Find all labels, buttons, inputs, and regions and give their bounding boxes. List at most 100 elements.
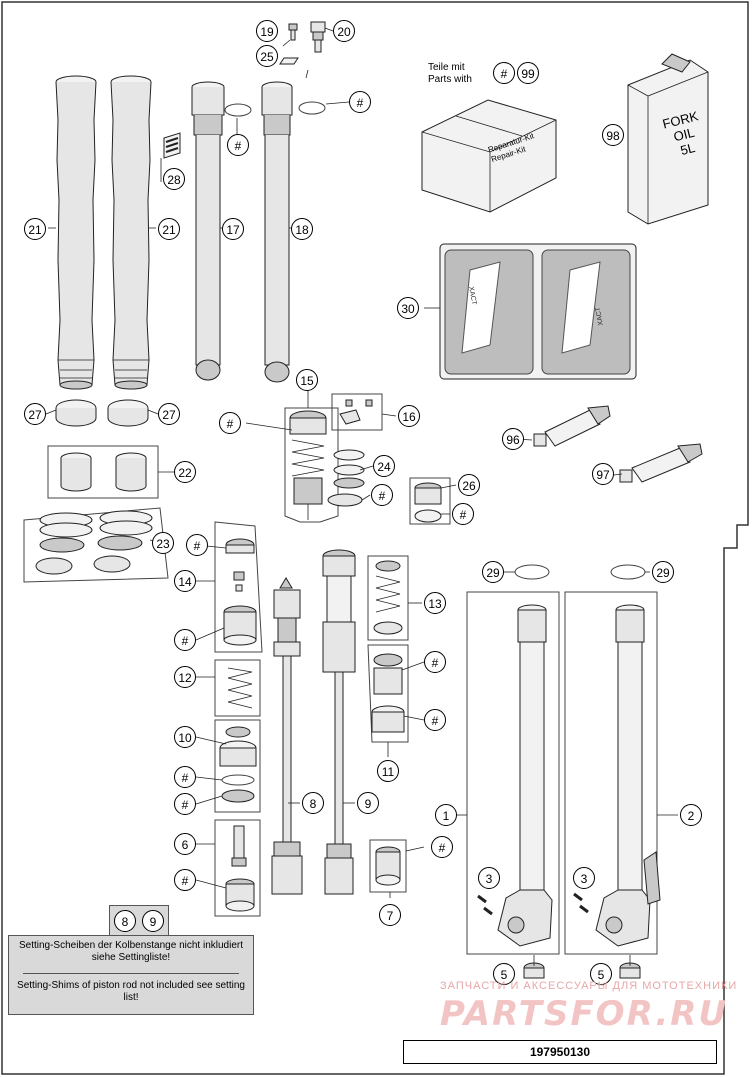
callout-28: 28 — [163, 168, 185, 190]
spring-assembly-15 — [289, 410, 327, 520]
callout-27-right: 27 — [158, 403, 180, 425]
part-box-13 — [367, 555, 409, 641]
watermark-tagline: ЗАПЧАСТИ И АКСЕССУАРЫ ДЛЯ МОТОТЕХНИКИ — [440, 980, 738, 992]
part-box-7 — [369, 839, 407, 893]
callout-hash-6: # — [174, 869, 196, 891]
piston-parts-10 — [219, 726, 257, 803]
callout-hash-10-bottom: # — [174, 793, 196, 815]
callout-8: 8 — [302, 792, 324, 814]
kit-label-en: Parts with — [428, 74, 472, 85]
callout-3-right: 3 — [573, 867, 595, 889]
callout-9: 9 — [357, 792, 379, 814]
kit-label: Teile mit Parts with — [428, 62, 472, 86]
callout-17: 17 — [222, 218, 244, 240]
callout-hash-11-bottom: # — [424, 709, 446, 731]
callout-hash-26: # — [452, 503, 474, 525]
part-box-26 — [409, 477, 451, 525]
small-parts-16 — [339, 399, 373, 425]
callout-19: 19 — [256, 20, 278, 42]
fork-leg-box-2 — [564, 591, 658, 955]
small-parts-19-20-25 — [279, 21, 326, 65]
rings-24 — [327, 449, 365, 507]
callout-16: 16 — [398, 405, 420, 427]
part-box-6 — [214, 819, 261, 917]
clip-27-left — [55, 399, 97, 427]
note-separator — [23, 973, 239, 974]
callout-3-left: 3 — [478, 867, 500, 889]
fork-protector-left — [55, 75, 97, 390]
valve-parts-11 — [371, 653, 405, 733]
assembly-box-15 — [284, 407, 339, 523]
callout-13: 13 — [424, 592, 446, 614]
spring-parts-13 — [373, 560, 403, 635]
o-ring-29-right — [610, 564, 646, 580]
callout-hash-18: # — [349, 91, 371, 113]
cartridge-tube-18 — [261, 81, 293, 383]
callout-99: 99 — [517, 62, 539, 84]
o-ring-18 — [298, 101, 326, 115]
drawing-number: 197950130 — [403, 1040, 717, 1064]
clip-27-right — [107, 399, 149, 427]
part-box-12 — [214, 659, 261, 717]
callout-7: 7 — [379, 904, 401, 926]
callout-22: 22 — [174, 461, 196, 483]
callout-2: 2 — [680, 804, 702, 826]
callout-29-left: 29 — [482, 561, 504, 583]
callout-hash-24: # — [371, 484, 393, 506]
fork-leg-2 — [595, 604, 661, 947]
fork-leg-box-1 — [466, 591, 560, 955]
watermark-logo: PARTSFOR.RU — [440, 994, 729, 1034]
callout-hash-15: # — [219, 412, 241, 434]
fork-protector-right — [110, 75, 152, 390]
grease-tube-96 — [533, 405, 611, 447]
callout-6: 6 — [174, 833, 196, 855]
bushings-22 — [60, 452, 147, 492]
callout-hash-11-top: # — [424, 651, 446, 673]
callout-11: 11 — [377, 760, 399, 782]
callout-5-left: 5 — [493, 963, 515, 985]
callout-25: 25 — [256, 45, 278, 67]
part-box-14 — [214, 521, 263, 653]
callout-24: 24 — [373, 455, 395, 477]
note-tab: 8 9 — [109, 905, 169, 935]
note-german: Setting-Scheiben der Kolbenstange nicht … — [18, 940, 244, 963]
fork-leg-1 — [497, 604, 553, 947]
note-tab-callout-8: 8 — [114, 910, 136, 932]
callout-96: 96 — [502, 428, 524, 450]
callout-27-left: 27 — [24, 403, 46, 425]
callout-97: 97 — [592, 463, 614, 485]
callout-18: 18 — [291, 218, 313, 240]
valve-part-26 — [414, 482, 442, 523]
grease-tube-97 — [619, 443, 703, 483]
callout-21-left: 21 — [24, 218, 46, 240]
callout-10: 10 — [174, 726, 196, 748]
callout-1: 1 — [435, 804, 457, 826]
callout-12: 12 — [174, 666, 196, 688]
repair-kit-box — [421, 99, 557, 213]
callout-21-right: 21 — [158, 218, 180, 240]
kit-label-de: Teile mit — [428, 62, 465, 73]
seal-set-23 — [35, 510, 153, 575]
callout-hash-kit: # — [493, 62, 515, 84]
small-parts-box-16 — [331, 393, 383, 431]
valve-stack-14 — [223, 538, 257, 646]
part-box-10 — [214, 719, 261, 813]
callout-15: 15 — [296, 369, 318, 391]
callout-14: 14 — [174, 570, 196, 592]
callout-30: 30 — [397, 297, 419, 319]
callout-hash-17: # — [227, 134, 249, 156]
cartridge-tube-17 — [191, 81, 225, 381]
callout-20: 20 — [333, 20, 355, 42]
callout-23: 23 — [152, 532, 174, 554]
callout-hash-23: # — [186, 534, 208, 556]
callout-5-right: 5 — [590, 963, 612, 985]
screws-3-right — [573, 892, 589, 914]
o-ring-17 — [224, 103, 252, 117]
callout-hash-14: # — [174, 629, 196, 651]
valve-parts-6 — [225, 825, 255, 912]
fork-oil-can — [627, 53, 709, 225]
setting-shims-note: Setting-Scheiben der Kolbenstange nicht … — [8, 935, 254, 1015]
screws-3-left — [477, 894, 493, 916]
